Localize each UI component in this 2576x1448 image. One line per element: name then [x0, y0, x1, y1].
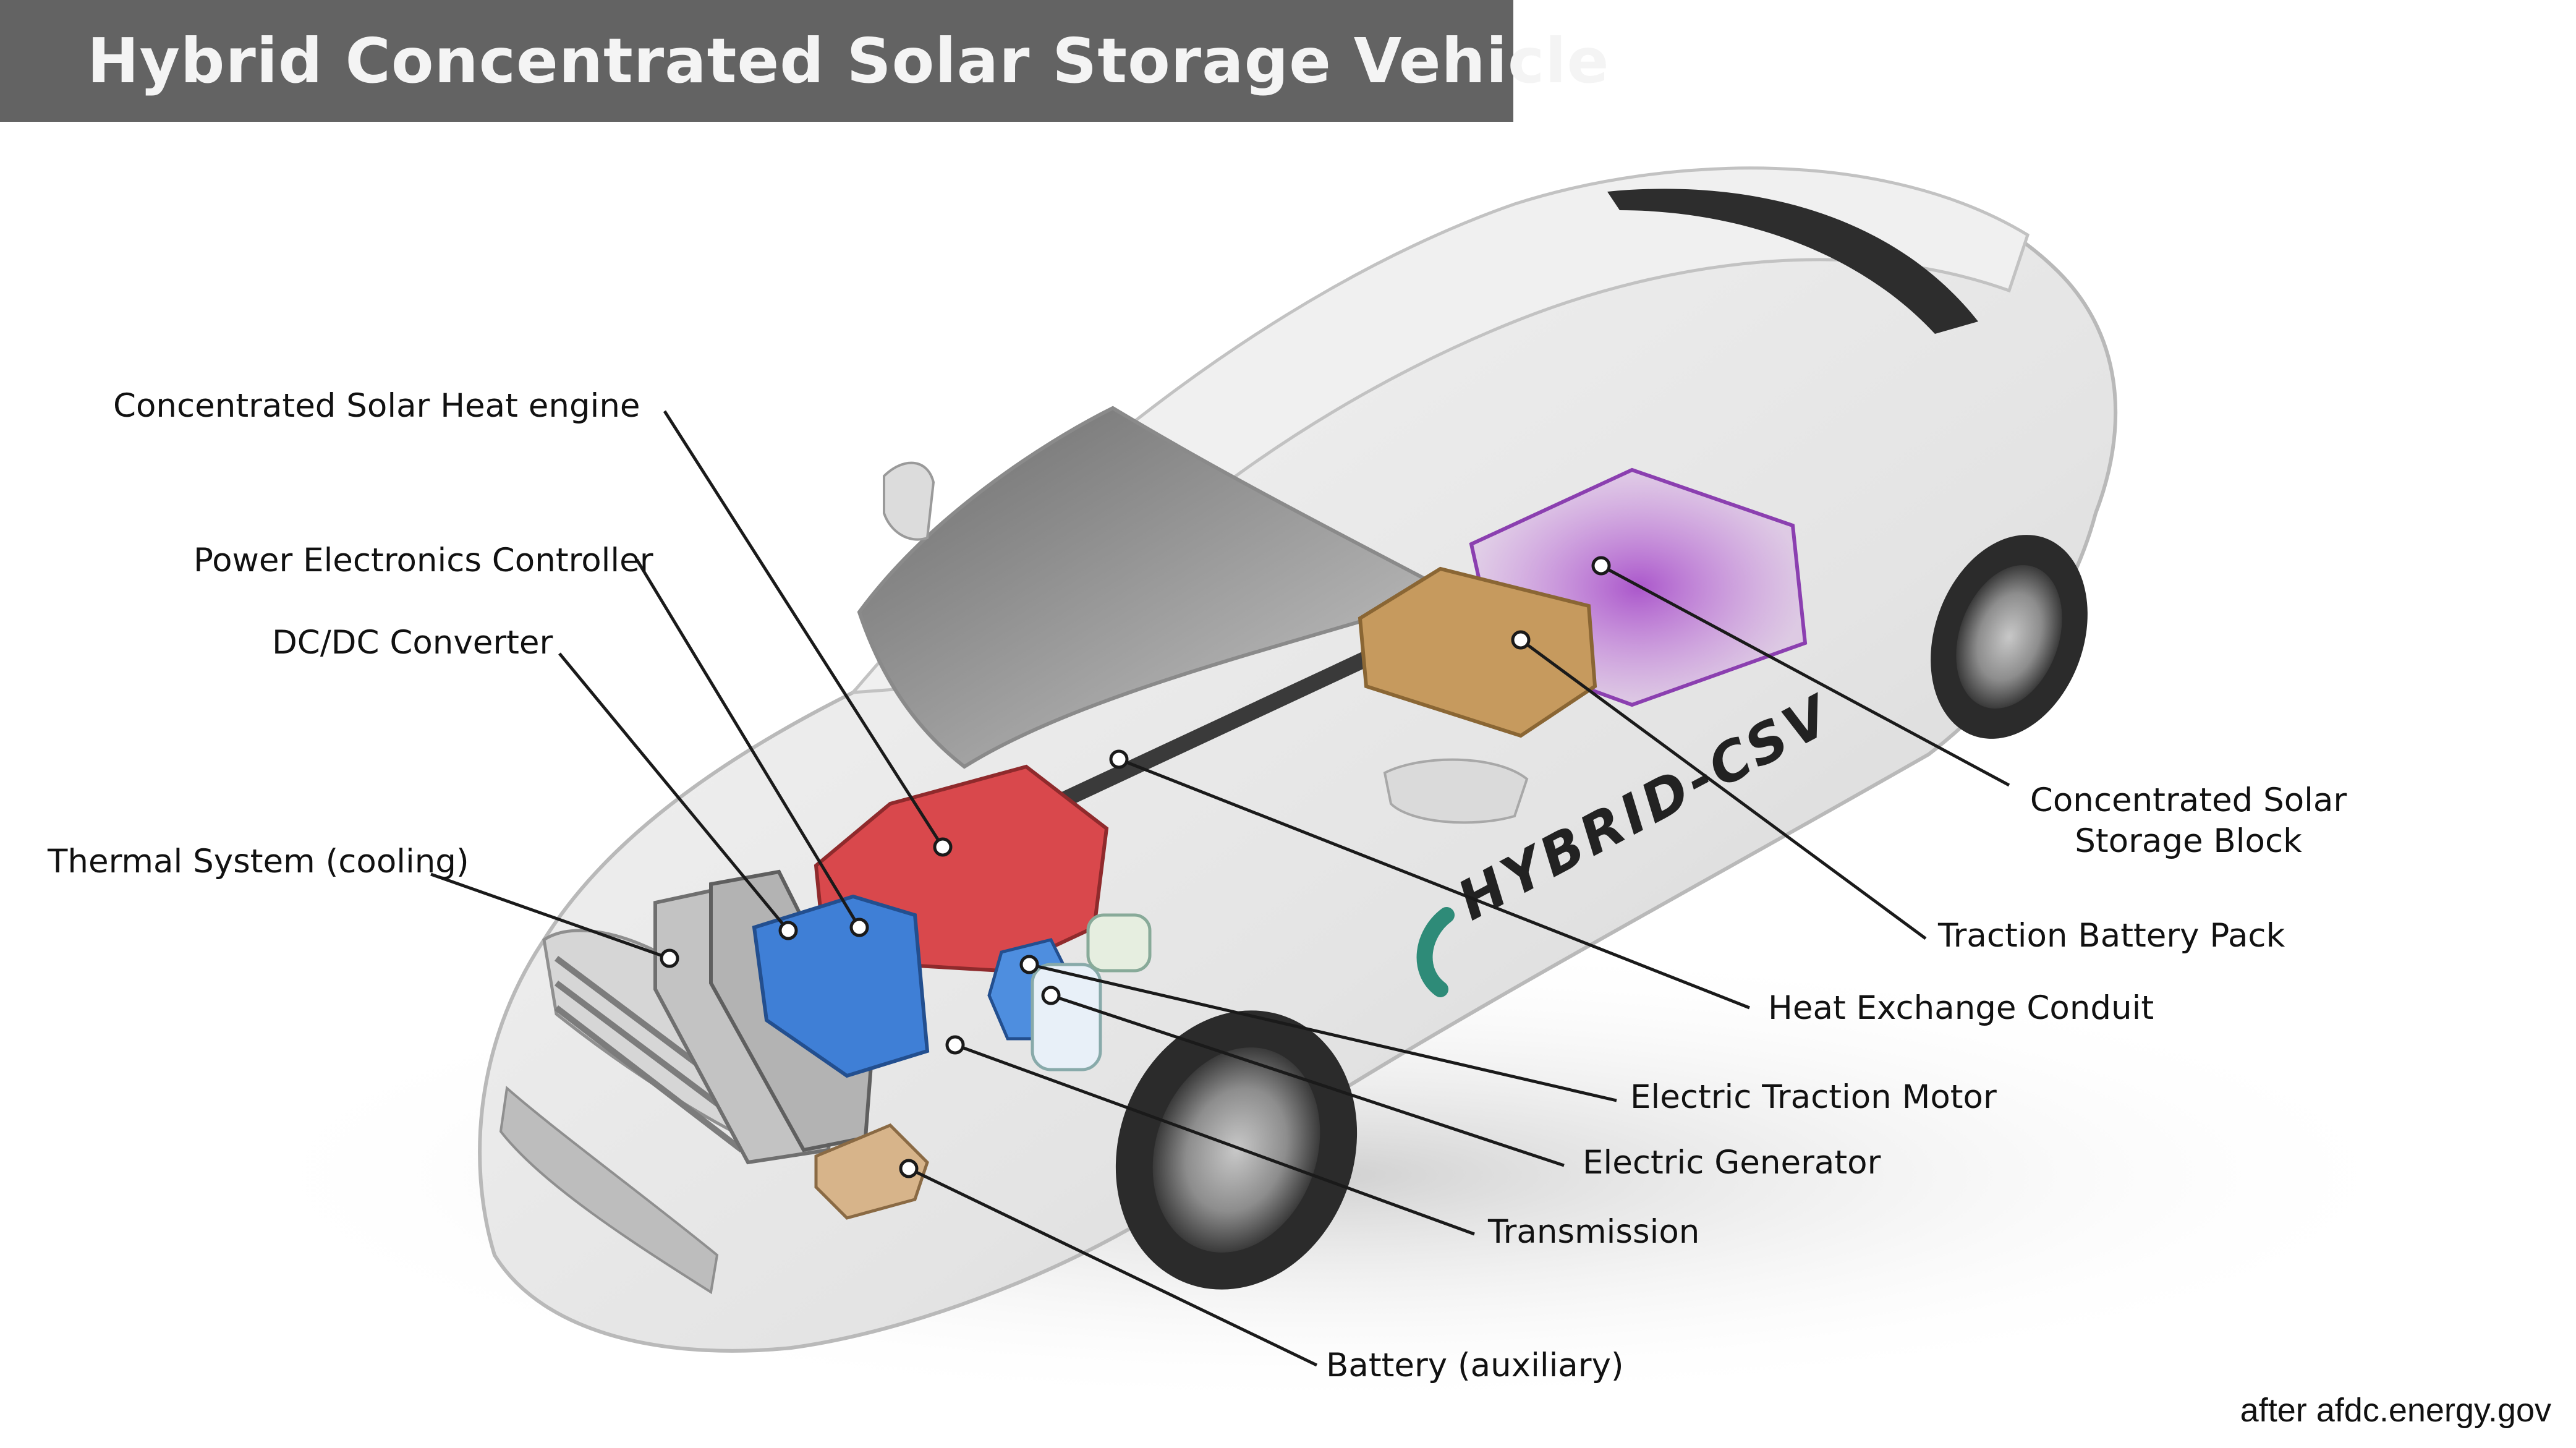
source-credit: after afdc.energy.gov	[2240, 1391, 2551, 1429]
rear-wheel	[1931, 535, 2088, 739]
label-solar-heat-engine: Concentrated Solar Heat engine	[113, 387, 640, 425]
label-thermal-system: Thermal System (cooling)	[48, 843, 469, 880]
dot-dcdc-converter	[778, 921, 798, 940]
dot-solar-heat-engine	[933, 837, 953, 857]
leader-power-electronics	[635, 558, 861, 929]
label-heat-exchange: Heat Exchange Conduit	[1768, 989, 2154, 1027]
front-wheel	[1115, 1010, 1358, 1290]
title-bar: Hybrid Concentrated Solar Storage Vehicl…	[0, 0, 1609, 122]
aux-battery	[814, 1123, 929, 1220]
seat	[1383, 758, 1529, 824]
credit-prefix: after	[2240, 1392, 2307, 1429]
traction-battery-pack	[1358, 566, 1597, 738]
dot-power-electronics	[849, 918, 869, 937]
leader-thermal-system	[430, 872, 670, 960]
label-aux-battery: Battery (auxiliary)	[1326, 1347, 1624, 1384]
leader-lines	[430, 410, 2010, 1367]
leader-traction-motor	[1029, 963, 1617, 1102]
leader-solar-heat-engine	[663, 410, 945, 848]
label-storage-block-line2: Storage Block	[2075, 822, 2302, 861]
leader-storage-block	[1600, 564, 2010, 787]
leader-dcdc-converter	[558, 652, 789, 932]
leader-heat-exchange	[1118, 757, 1750, 1010]
dot-traction-battery	[1511, 630, 1531, 650]
dot-aux-battery	[899, 1159, 919, 1178]
dot-thermal-system	[660, 948, 679, 968]
leader-generator	[1050, 994, 1565, 1167]
label-transmission: Transmission	[1488, 1213, 1700, 1251]
label-dcdc-converter: DC/DC Converter	[272, 624, 553, 662]
leader-traction-battery	[1520, 638, 1927, 940]
credit-source: afdc.energy.gov	[2316, 1392, 2551, 1429]
dot-traction-motor	[1019, 955, 1039, 974]
label-traction-battery: Traction Battery Pack	[1938, 917, 2285, 955]
dot-heat-exchange	[1109, 749, 1129, 769]
leader-transmission	[954, 1043, 1475, 1236]
label-storage-block: Concentrated Solar Storage Block	[2003, 780, 2374, 862]
dot-storage-block	[1591, 556, 1611, 576]
callout-dots	[660, 556, 1611, 1178]
side-mirror	[883, 461, 935, 541]
dot-transmission	[945, 1035, 965, 1055]
label-generator: Electric Generator	[1583, 1144, 1881, 1182]
hybrid-csv-logo-icon	[1416, 907, 1455, 997]
label-traction-motor: Electric Traction Motor	[1630, 1078, 1997, 1116]
label-power-electronics: Power Electronics Controller	[193, 542, 653, 579]
page-title: Hybrid Concentrated Solar Storage Vehicl…	[87, 25, 1610, 97]
dot-generator	[1041, 986, 1061, 1005]
label-storage-block-line1: Concentrated Solar	[2030, 781, 2347, 819]
leader-aux-battery	[908, 1167, 1318, 1367]
